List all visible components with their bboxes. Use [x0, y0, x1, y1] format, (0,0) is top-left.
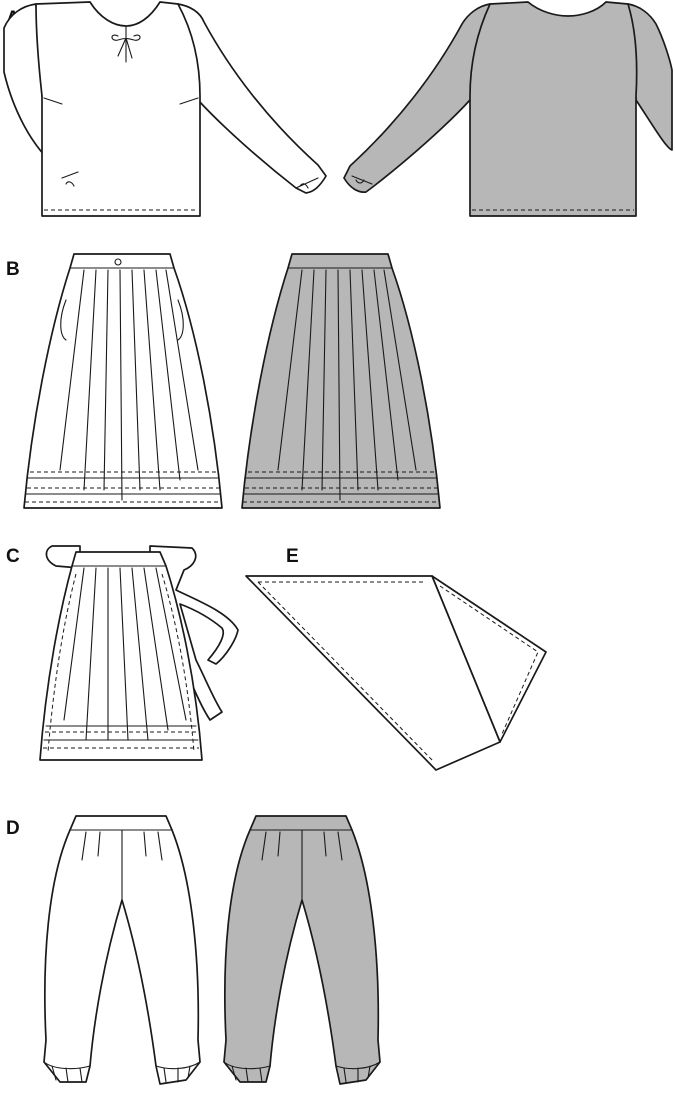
trousers-back-cuff-left [223, 1061, 271, 1083]
trousers-back-cuff-right [335, 1061, 381, 1083]
blouse-front-body [35, 1, 201, 217]
blouse-front-cuff-gathers [61, 171, 319, 189]
label-e: E [286, 546, 299, 567]
blouse-front [3, 1, 327, 217]
view-b: B [6, 253, 441, 509]
blouse-back-left-sleeve [343, 3, 491, 193]
blouse-back-body [469, 1, 638, 217]
skirt-back-shape [241, 253, 441, 509]
trousers-front [43, 815, 201, 1085]
label-b: B [6, 259, 20, 280]
trousers-front-gathers [81, 831, 163, 861]
skirt-back [241, 253, 441, 509]
apron-gathers [63, 567, 187, 741]
skirt-back-gathers [277, 269, 417, 501]
apron [39, 545, 239, 761]
apron-tie-left [45, 545, 81, 569]
apron-side-hem-right [161, 573, 195, 753]
blouse-back-right-sleeve [627, 3, 673, 151]
blouse-front-right-sleeve [177, 3, 327, 194]
skirt-front [23, 253, 223, 509]
blouse-back-cuff-gathers [351, 175, 373, 185]
view-d: D [6, 815, 381, 1085]
blouse-front-dart-right [179, 97, 199, 105]
apron-body [39, 551, 203, 761]
trousers-front-cuff-left [43, 1061, 91, 1083]
kerchief [245, 575, 547, 771]
view-e: E [245, 546, 547, 771]
blouse-front-dart-left [43, 97, 63, 105]
view-c: C [6, 545, 239, 761]
kerchief-main [245, 575, 501, 771]
label-d: D [6, 818, 20, 839]
apron-side-hem-left [47, 573, 77, 753]
label-c: C [6, 546, 20, 567]
trousers-back [223, 815, 381, 1085]
skirt-front-button [114, 258, 122, 266]
blouse-back [343, 1, 673, 217]
trousers-front-cuff-right [155, 1061, 201, 1083]
skirt-front-pocket-right [177, 299, 184, 341]
skirt-front-shape [23, 253, 223, 509]
blouse-front-bow [111, 34, 141, 59]
trousers-back-gathers [261, 831, 343, 861]
skirt-front-gathers [59, 269, 199, 501]
view-a: A [3, 1, 673, 217]
skirt-front-pocket-left [60, 299, 67, 341]
kerchief-hem-fold [439, 585, 539, 735]
